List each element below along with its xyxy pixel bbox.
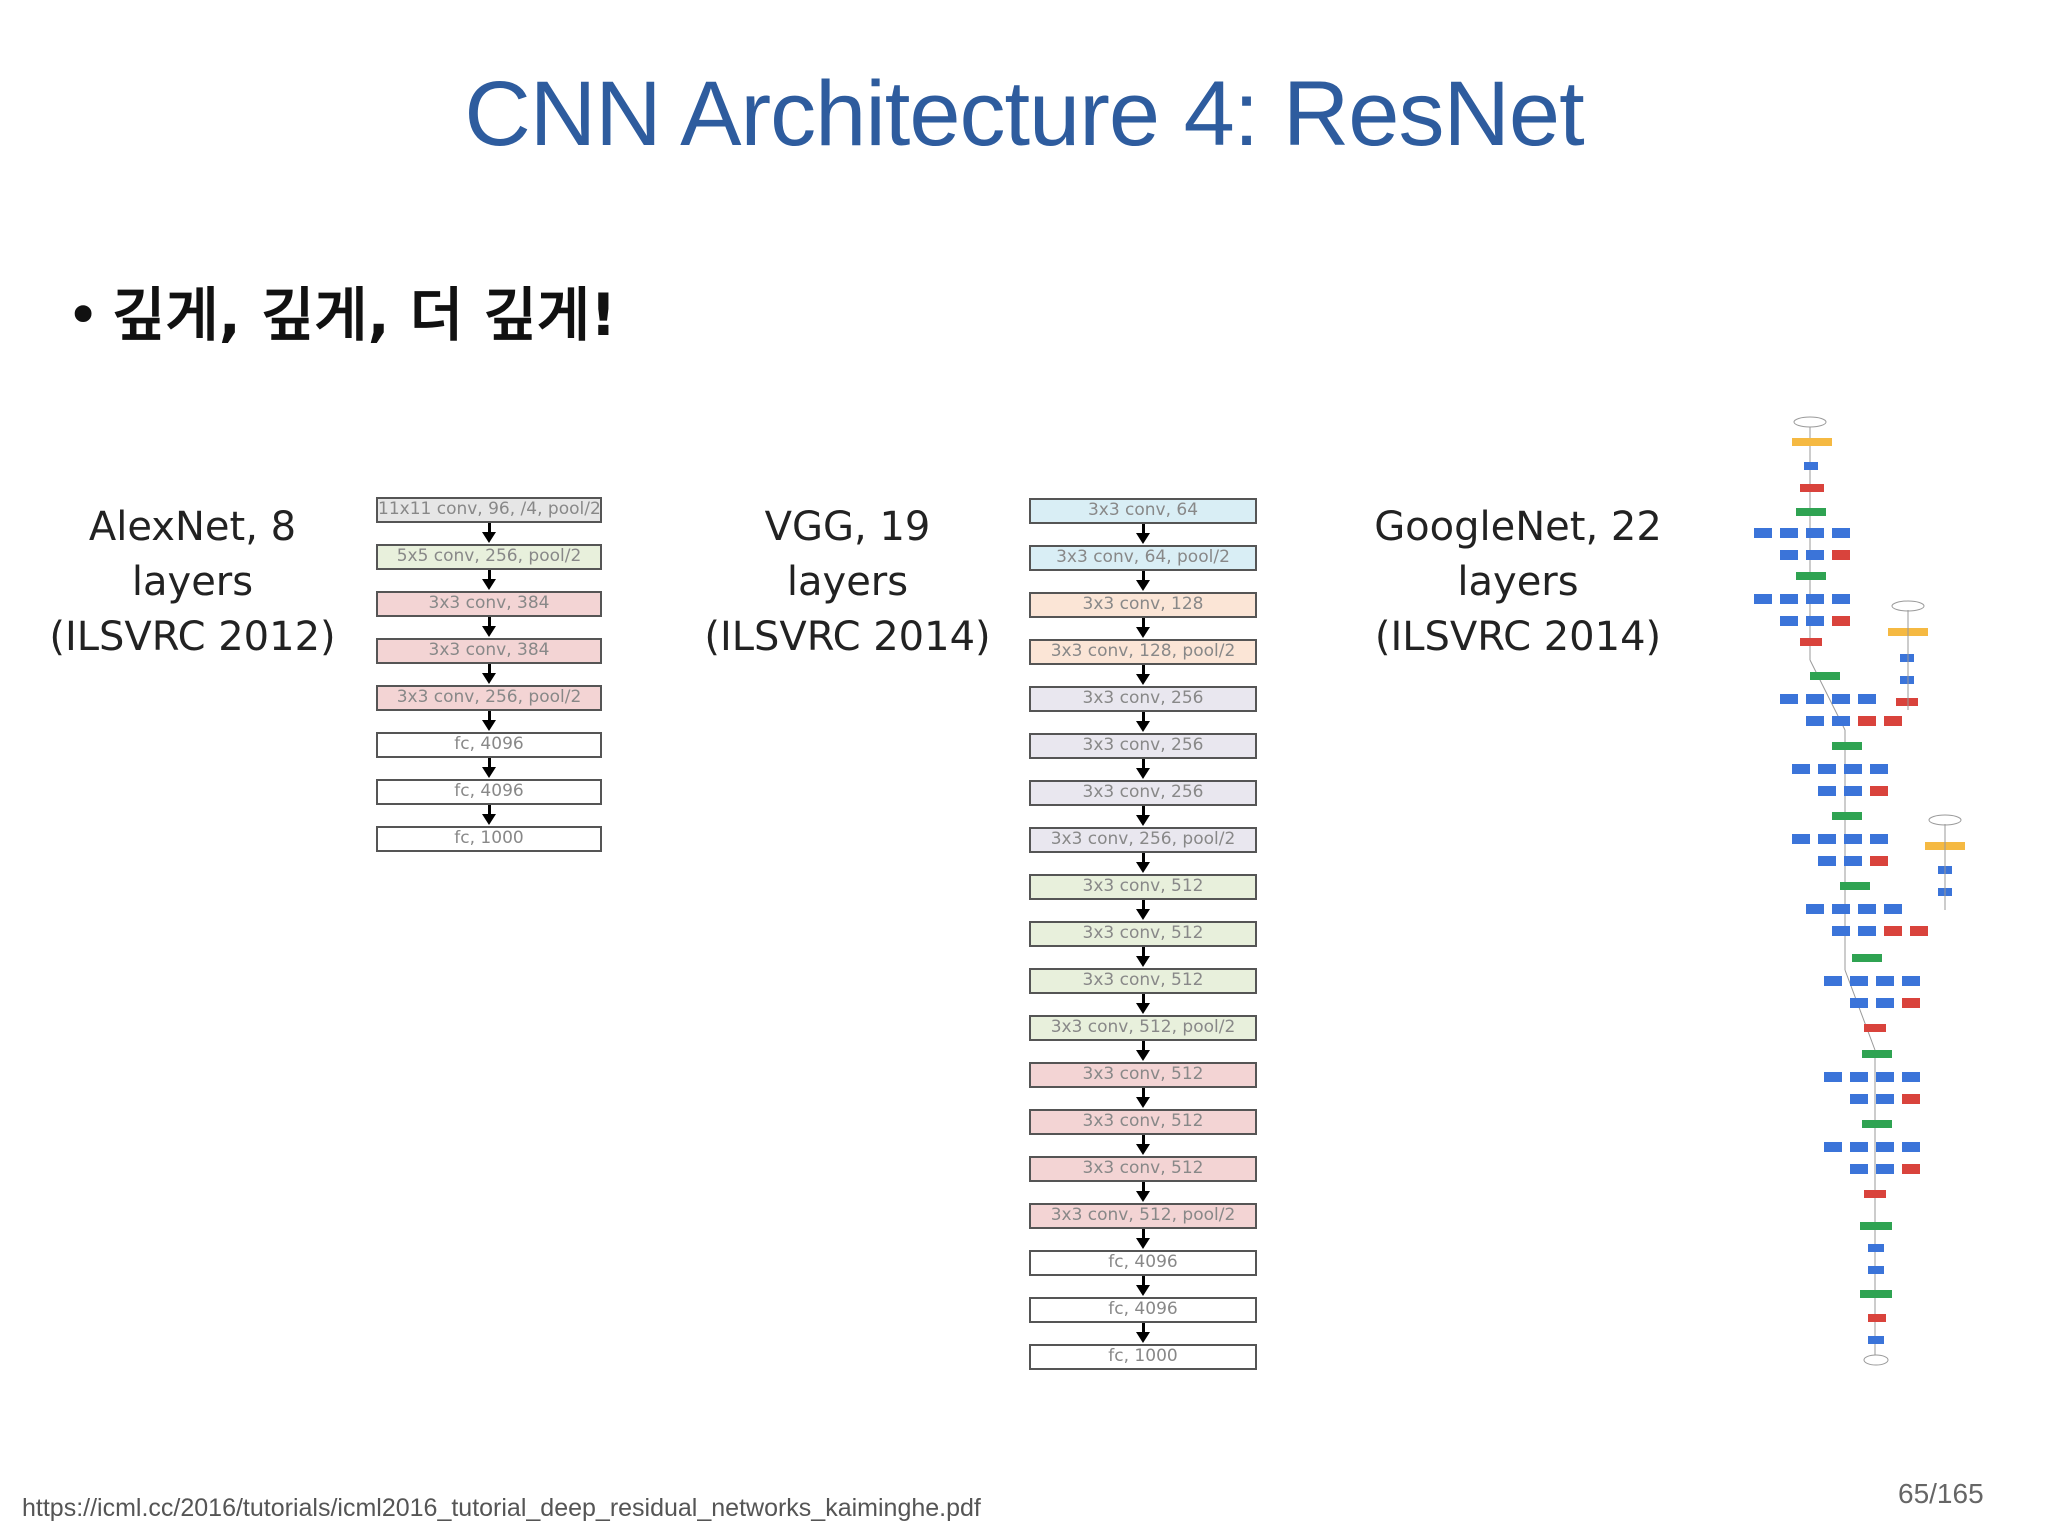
googlenet-inception-block-1 — [1754, 528, 1850, 580]
layer-box: 3x3 conv, 512 — [1029, 1062, 1257, 1088]
down-arrow-icon — [1136, 524, 1150, 544]
googlenet-competition: (ILSVRC 2014) — [1374, 614, 1662, 660]
down-arrow-icon — [482, 758, 496, 778]
layer-box: 3x3 conv, 512, pool/2 — [1029, 1203, 1257, 1229]
down-arrow-icon — [1136, 947, 1150, 967]
down-arrow-icon — [1136, 1229, 1150, 1249]
down-arrow-icon — [1136, 1135, 1150, 1155]
down-arrow-icon — [1136, 712, 1150, 732]
bullet-text: 깊게, 깊게, 더 깊게! — [112, 281, 617, 349]
down-arrow-icon — [482, 664, 496, 684]
layer-box: 3x3 conv, 384 — [376, 638, 602, 664]
googlenet-inception-block-2 — [1754, 594, 1850, 646]
down-arrow-icon — [1136, 571, 1150, 591]
bullet-point: •깊게, 깊게, 더 깊게! — [66, 268, 617, 352]
down-arrow-icon — [1136, 1088, 1150, 1108]
down-arrow-icon — [1136, 618, 1150, 638]
googlenet-diagram — [1754, 416, 1965, 1366]
alexnet-label: AlexNet, 8 layers (ILSVRC 2012) — [30, 500, 355, 665]
bullet-dot: • — [66, 281, 101, 349]
googlenet-inception-block-6 — [1806, 904, 1928, 962]
googlenet-inception-block-3 — [1780, 694, 1902, 750]
layer-box: 3x3 conv, 512 — [1029, 1109, 1257, 1135]
source-url: https://icml.cc/2016/tutorials/icml2016_… — [22, 1494, 981, 1522]
down-arrow-icon — [482, 570, 496, 590]
layer-box: 3x3 conv, 512 — [1029, 1156, 1257, 1182]
down-arrow-icon — [1136, 759, 1150, 779]
layer-box: fc, 4096 — [1029, 1250, 1257, 1276]
googlenet-inception-block-8 — [1824, 1072, 1920, 1128]
layer-box: fc, 4096 — [376, 779, 602, 805]
down-arrow-icon — [1136, 1276, 1150, 1296]
vgg-label: VGG, 19 layers (ILSVRC 2014) — [700, 500, 995, 665]
down-arrow-icon — [1136, 1182, 1150, 1202]
layer-box: 3x3 conv, 256, pool/2 — [1029, 827, 1257, 853]
down-arrow-icon — [1136, 665, 1150, 685]
googlenet-concat-1 — [1796, 508, 1826, 516]
layer-box: fc, 4096 — [376, 732, 602, 758]
down-arrow-icon — [482, 523, 496, 543]
layer-box: fc, 1000 — [376, 826, 602, 852]
page-number: 65/165 — [1898, 1478, 1984, 1509]
layer-box: 5x5 conv, 256, pool/2 — [376, 544, 602, 570]
googlenet-fc — [1804, 462, 1818, 470]
layer-box: 3x3 conv, 512, pool/2 — [1029, 1015, 1257, 1041]
down-arrow-icon — [482, 711, 496, 731]
layer-box: 3x3 conv, 512 — [1029, 921, 1257, 947]
down-arrow-icon — [1136, 1041, 1150, 1061]
googlenet-name: GoogleNet, 22 layers — [1374, 504, 1662, 605]
down-arrow-icon — [1136, 853, 1150, 873]
layer-box: 3x3 conv, 128, pool/2 — [1029, 639, 1257, 665]
down-arrow-icon — [1136, 900, 1150, 920]
layer-box: 3x3 conv, 128 — [1029, 592, 1257, 618]
layer-box: 3x3 conv, 512 — [1029, 874, 1257, 900]
googlenet-avgpool — [1800, 484, 1824, 492]
googlenet-label: GoogleNet, 22 layers (ILSVRC 2014) — [1318, 500, 1718, 665]
googlenet-auxiliary-classifier-1 — [1888, 600, 1928, 710]
layer-box: 3x3 conv, 256 — [1029, 686, 1257, 712]
googlenet-inception-block-5 — [1792, 834, 1888, 890]
down-arrow-icon — [482, 805, 496, 825]
googlenet-softmax — [1792, 438, 1832, 446]
alexnet-name: AlexNet, 8 layers — [88, 504, 297, 605]
googlenet-output-node — [1793, 416, 1827, 428]
vgg-name: VGG, 19 layers — [764, 504, 931, 605]
googlenet-inception-block-7 — [1824, 976, 1920, 1058]
layer-box: 11x11 conv, 96, /4, pool/2 — [376, 497, 602, 523]
layer-box: 3x3 conv, 64 — [1029, 498, 1257, 524]
slide-title: CNN Architecture 4: ResNet — [464, 63, 1584, 165]
down-arrow-icon — [482, 617, 496, 637]
layer-box: 3x3 conv, 256, pool/2 — [376, 685, 602, 711]
down-arrow-icon — [1136, 994, 1150, 1014]
layer-box: fc, 4096 — [1029, 1297, 1257, 1323]
vgg-competition: (ILSVRC 2014) — [704, 614, 991, 660]
layer-box: 3x3 conv, 256 — [1029, 780, 1257, 806]
layer-box: 3x3 conv, 64, pool/2 — [1029, 545, 1257, 571]
layer-box: 3x3 conv, 256 — [1029, 733, 1257, 759]
down-arrow-icon — [1136, 806, 1150, 826]
layer-box: 3x3 conv, 384 — [376, 591, 602, 617]
googlenet-inception-block-4 — [1792, 764, 1888, 820]
googlenet-inception-block-9 — [1824, 1142, 1920, 1198]
googlenet-stem — [1860, 1222, 1892, 1366]
alexnet-competition: (ILSVRC 2012) — [49, 614, 336, 660]
layer-box: fc, 1000 — [1029, 1344, 1257, 1370]
googlenet-concat-2 — [1810, 672, 1840, 680]
down-arrow-icon — [1136, 1323, 1150, 1343]
layer-box: 3x3 conv, 512 — [1029, 968, 1257, 994]
googlenet-auxiliary-classifier-2 — [1925, 814, 1965, 910]
